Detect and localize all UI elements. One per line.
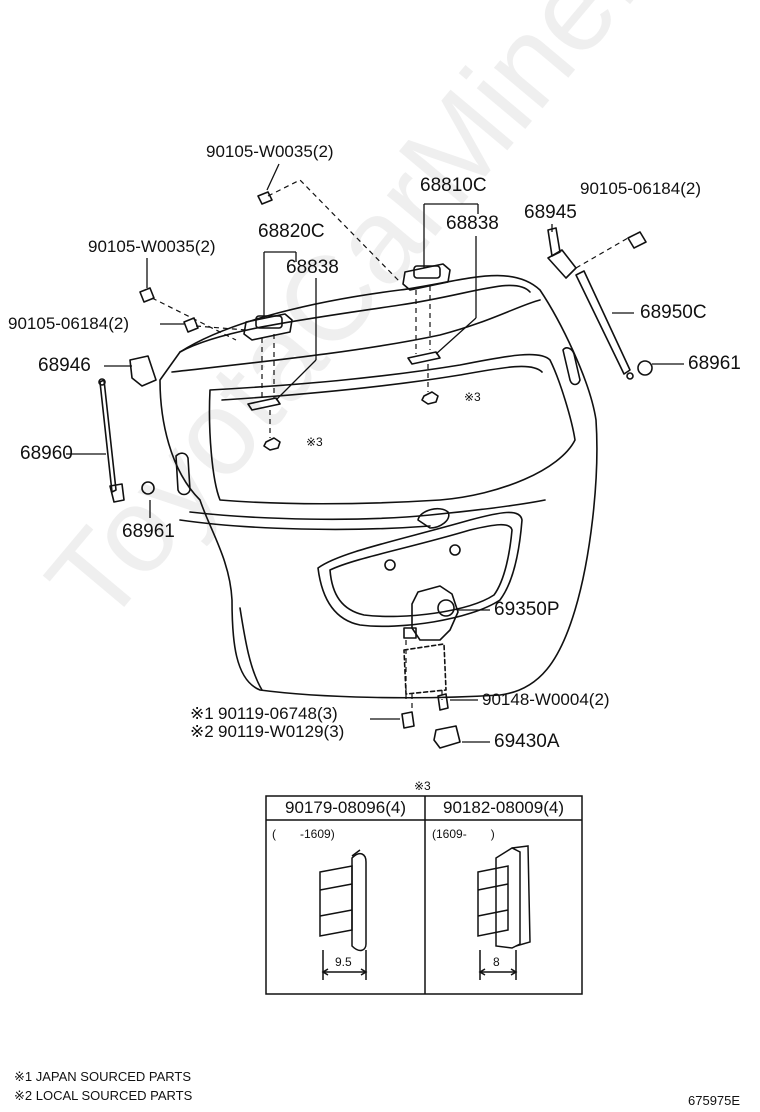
window-opening [208,353,576,505]
mark-1: ※1 [190,704,214,723]
label-hinge-left-sub: 68838 [286,257,339,278]
lock-part [411,585,459,641]
label-clip-left: 68961 [122,521,175,542]
stay-right-part [575,270,631,375]
hinge-left-part [243,313,293,341]
label-bracket-right: 68945 [524,202,577,223]
table-col2-dim: 8 [493,955,500,969]
label-stay-right: 68950C [640,302,707,323]
ref3-left: ※3 [306,435,323,449]
nut-drawing-a [319,849,368,980]
license-plate-recess [317,511,523,628]
nut-drawing-b [477,845,531,980]
label-hinge-left: 68820C [258,221,325,242]
footnote-japan: ※1 JAPAN SOURCED PARTS [14,1069,192,1084]
label-screw: 90148-W0004(2) [482,690,610,709]
reference-table [265,795,583,995]
label-bolt-bottom-2: 90119-W0129(3) [218,722,345,741]
label-bolt-left2: 90105-06184(2) [8,314,129,333]
label-hinge-right-sub: 68838 [446,213,499,234]
hinge-right-part [402,263,451,291]
table-title: ※3 [414,779,431,793]
footnote-local: ※2 LOCAL SOURCED PARTS [14,1088,193,1103]
label-clip-right: 68961 [688,353,741,374]
label-hinge-right: 68810C [420,175,487,196]
table-col1-dim: 9.5 [335,955,352,969]
label-bolt-right: 90105-06184(2) [580,179,701,198]
ref3-right: ※3 [464,390,481,404]
mark-2: ※2 [190,722,214,741]
stay-left-part [99,379,117,493]
label-stay-left: 68960 [20,443,73,464]
table-col1-range: ( -1609) [272,827,335,841]
label-lock: 69350P [494,599,560,620]
label-bolt-left: 90105-W0035(2) [88,237,216,256]
striker-part [433,725,461,749]
label-striker: 69430A [494,731,560,752]
table-col2-range: (1609- ) [432,827,495,841]
table-col2-part: 90182-08009(4) [443,798,564,817]
back-door-panel [159,274,598,699]
table-col1-part: 90179-08096(4) [285,798,406,817]
label-bolt-bottom-1: 90119-06748(3) [218,704,338,723]
figure-id: 675975E [688,1093,741,1108]
label-bracket-left: 68946 [38,355,91,376]
label-bolt-top: 90105-W0035(2) [206,142,334,161]
